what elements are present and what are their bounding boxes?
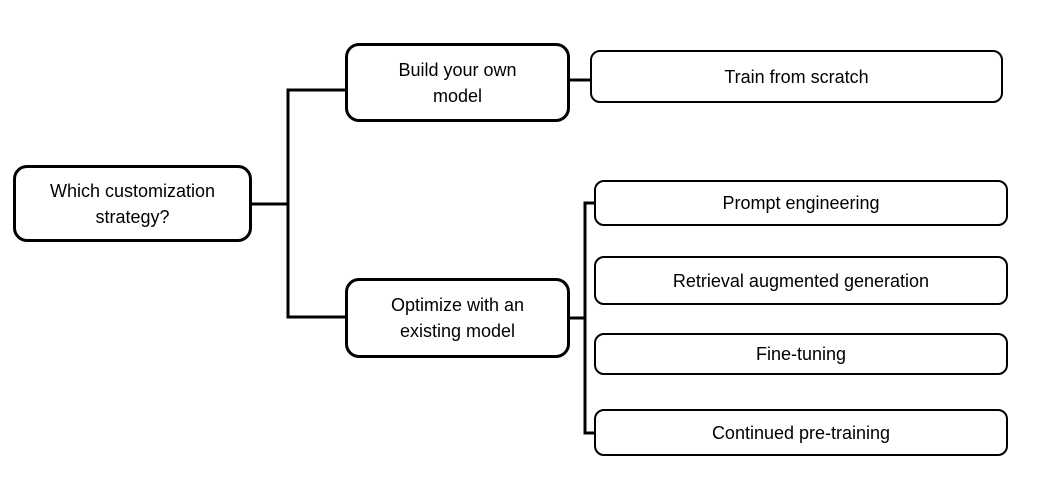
node-retrieval-label: Retrieval augmented generation bbox=[672, 270, 930, 291]
node-continued-label: Continued pre-training bbox=[711, 422, 891, 443]
node-root-question: Which customization strategy? bbox=[13, 165, 252, 242]
node-fine-tuning: Fine-tuning bbox=[594, 333, 1008, 375]
node-root-label: Which customization strategy? bbox=[49, 180, 216, 227]
node-build-your-own-model: Build your own model bbox=[345, 43, 570, 122]
connector-right-bracket bbox=[583, 201, 594, 435]
node-retrieval-augmented-generation: Retrieval augmented generation bbox=[594, 256, 1008, 305]
node-optimize-existing-model: Optimize with an existing model bbox=[345, 278, 570, 358]
node-build-label: Build your own model bbox=[398, 59, 517, 106]
node-train-label: Train from scratch bbox=[724, 66, 869, 87]
node-prompt-engineering: Prompt engineering bbox=[594, 180, 1008, 226]
node-finetune-label: Fine-tuning bbox=[755, 344, 847, 364]
connector-left-bracket bbox=[286, 88, 345, 319]
node-train-from-scratch: Train from scratch bbox=[590, 50, 1003, 103]
node-prompt-label: Prompt engineering bbox=[722, 193, 880, 213]
node-continued-pre-training: Continued pre-training bbox=[594, 409, 1008, 456]
node-optimize-label: Optimize with an existing model bbox=[390, 295, 525, 341]
